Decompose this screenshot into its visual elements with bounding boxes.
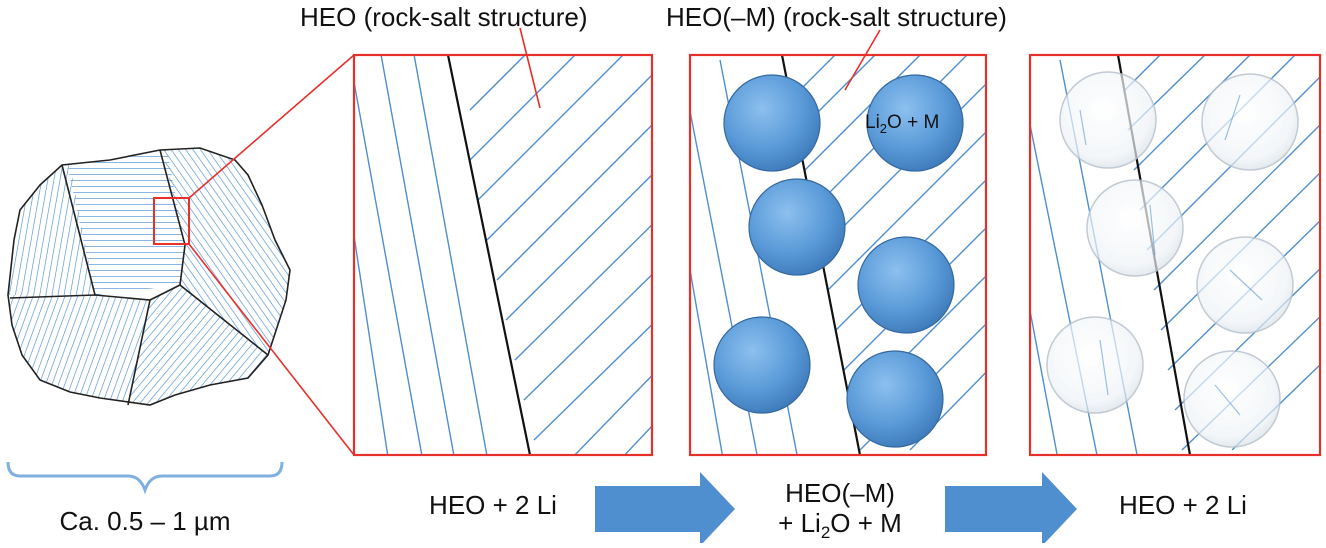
ghost-sphere-4: [1196, 236, 1294, 334]
stage2-line1: HEO(–M): [785, 478, 895, 508]
leader-line-1: [519, 27, 541, 109]
brace-icon: [6, 461, 284, 495]
ghost-sphere-2: [1201, 73, 1299, 171]
li2o-m-particles: [713, 74, 964, 448]
zoom-marker: [153, 197, 190, 245]
ghost-particles: [1046, 71, 1299, 448]
sphere-4: [857, 236, 955, 334]
panel-3: [1028, 53, 1322, 457]
particle-grains: [8, 148, 290, 405]
ghost-sphere-6: [1183, 350, 1281, 448]
heo-m-structure-label: HEO(–M) (rock-salt structure): [666, 2, 1007, 32]
sphere-5: [713, 316, 811, 414]
heo-structure-label: HEO (rock-salt structure): [300, 2, 588, 32]
sphere-2: [866, 74, 964, 172]
right-arrow-icon: [595, 472, 735, 543]
sphere-6: [846, 350, 944, 448]
right-arrow-icon: [945, 472, 1077, 543]
leader-line-2: [844, 29, 881, 91]
panel-2: [688, 29, 988, 457]
sphere-3: [748, 178, 846, 276]
particle-label: Li2O + M: [865, 112, 940, 136]
particle-size-label: Ca. 0.5 – 1 µm: [59, 506, 231, 536]
sphere-1: [723, 74, 821, 172]
ghost-sphere-1: [1059, 71, 1157, 169]
stage3-label: HEO + 2 Li: [1119, 490, 1247, 520]
stage1-label: HEO + 2 Li: [429, 490, 557, 520]
stage2-line2: + Li2O + M: [778, 508, 902, 542]
grain-top-mid: [62, 148, 185, 295]
ghost-sphere-5: [1046, 316, 1144, 414]
zoom-line-top: [188, 54, 355, 199]
stage2-label: HEO(–M) + Li2O + M: [725, 478, 955, 548]
panel-1: [352, 27, 654, 457]
ghost-sphere-3: [1086, 179, 1184, 277]
zoom-line-bottom: [188, 243, 355, 456]
